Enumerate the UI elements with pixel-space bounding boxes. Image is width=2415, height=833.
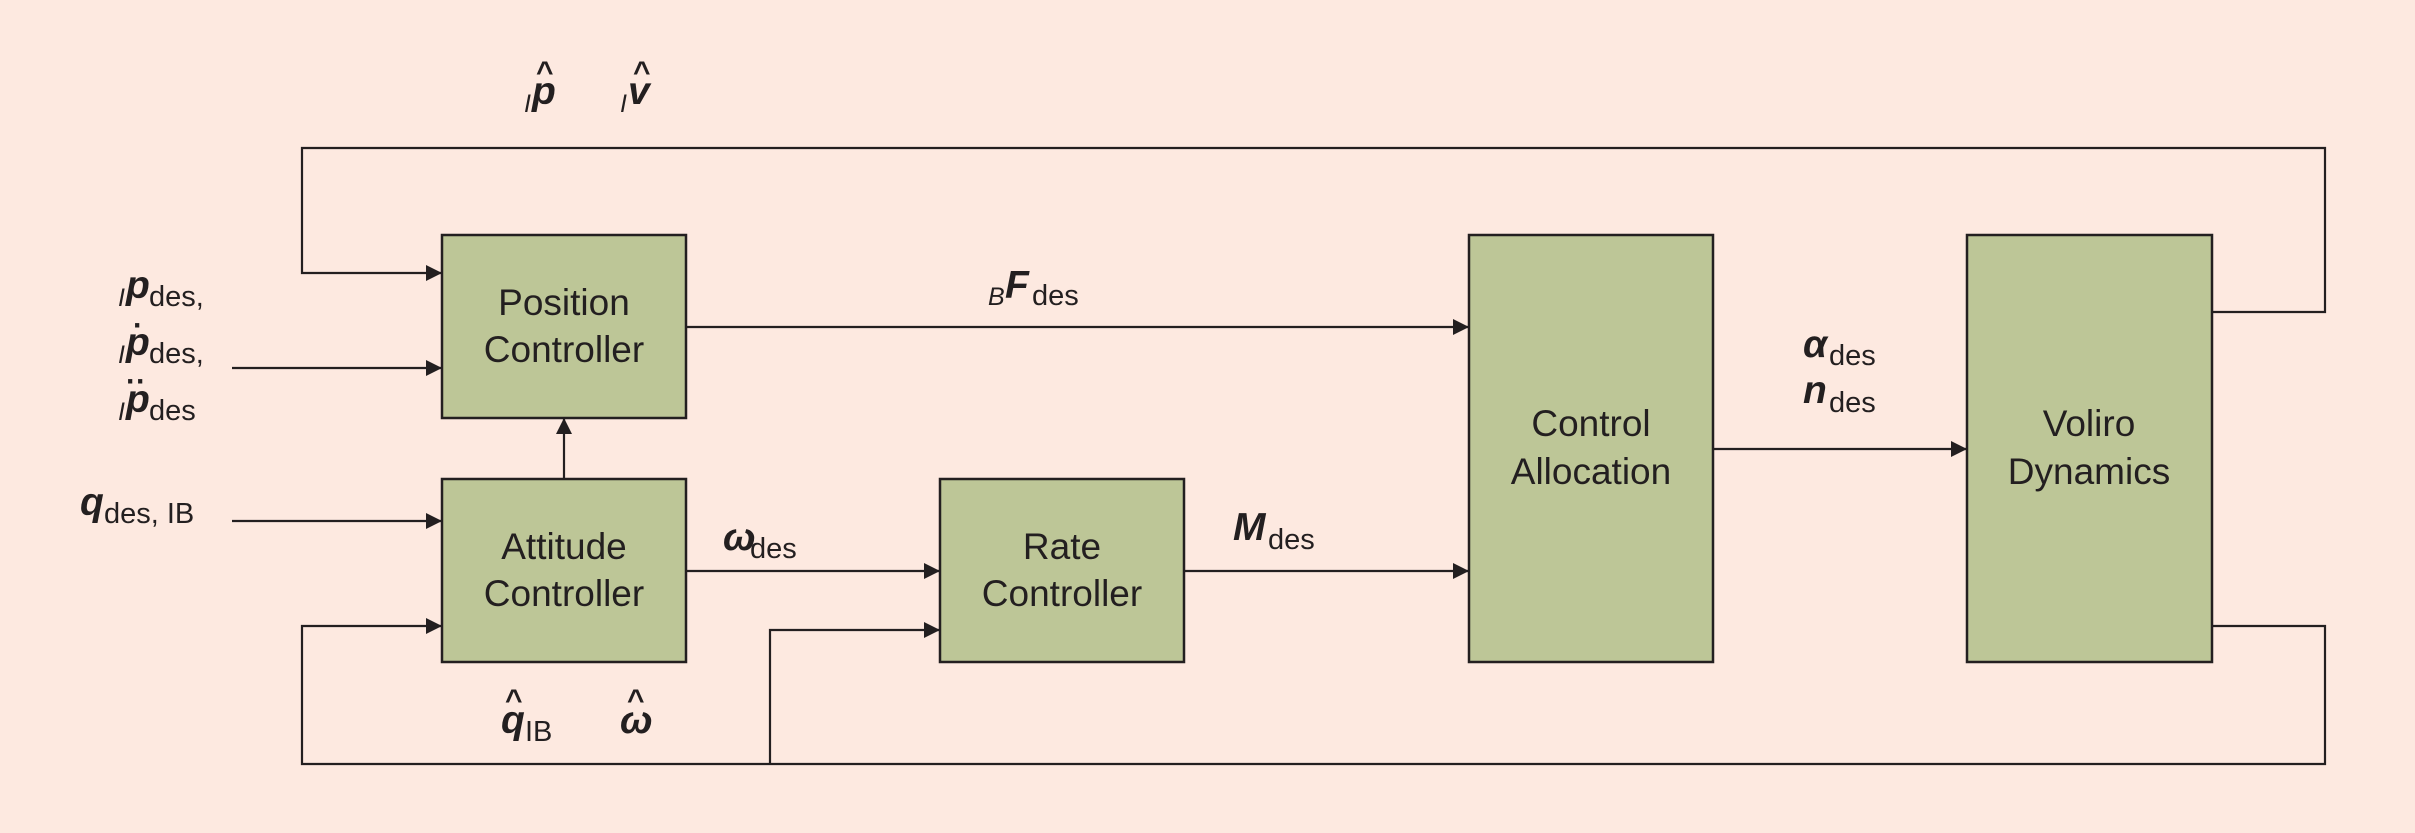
svg-text:des: des xyxy=(750,533,797,565)
attitude-controller-block: Attitude Controller xyxy=(440,477,688,664)
svg-text:q: q xyxy=(80,481,104,524)
svg-text:B: B xyxy=(988,283,1005,311)
svg-text:p: p xyxy=(125,321,150,364)
moment-des-label: M des xyxy=(1233,506,1315,556)
svg-text:p: p xyxy=(531,70,556,113)
feedback-velocity-label: I v ^ xyxy=(620,56,652,118)
svg-text:q: q xyxy=(501,699,525,742)
svg-text:des: des xyxy=(1268,524,1315,556)
hat-accent: ^ xyxy=(633,56,651,89)
feedback-omega-label: ω ^ xyxy=(620,684,653,742)
svg-text:M: M xyxy=(1233,506,1267,549)
position-controller-label-1: Position xyxy=(498,282,630,323)
input-position-label: I p des, xyxy=(118,264,204,313)
input-acceleration-label: I p ·· des xyxy=(118,365,196,427)
input-velocity-label: I p · des, xyxy=(118,309,204,370)
svg-text:ω: ω xyxy=(620,699,653,742)
svg-text:I: I xyxy=(118,398,125,426)
svg-text:F: F xyxy=(1005,264,1030,307)
position-controller-label-2: Controller xyxy=(484,329,644,370)
hat-accent: ^ xyxy=(627,684,645,717)
omega-des-label: ω des xyxy=(723,516,797,565)
svg-text:des: des xyxy=(1829,387,1876,419)
feedback-attitude-label: q ^ IB xyxy=(501,684,552,748)
control-allocation-block: Control Allocation xyxy=(1467,233,1715,664)
position-controller-block: Position Controller xyxy=(440,233,688,420)
n-des-label: n des xyxy=(1803,369,1876,419)
rate-controller-label-2: Controller xyxy=(982,573,1142,614)
svg-text:des: des xyxy=(1032,280,1079,312)
svg-text:p: p xyxy=(125,264,150,307)
svg-text:I: I xyxy=(118,341,125,369)
attitude-rate-feedback-line xyxy=(300,618,2327,766)
svg-text:IB: IB xyxy=(525,716,552,748)
voliro-dynamics-block: Voliro Dynamics xyxy=(1965,233,2214,664)
hat-accent: ^ xyxy=(505,684,523,717)
svg-text:α: α xyxy=(1803,323,1829,366)
rate-controller-label-1: Rate xyxy=(1023,526,1101,567)
svg-text:des,: des, xyxy=(149,281,204,313)
voliro-dynamics-label-1: Voliro xyxy=(2043,403,2136,444)
attitude-controller-label-1: Attitude xyxy=(501,526,626,567)
svg-text:p: p xyxy=(125,378,150,421)
control-allocation-label-2: Allocation xyxy=(1511,451,1671,492)
svg-text:des: des xyxy=(149,395,196,427)
input-attitude-label: q des, IB xyxy=(80,481,194,530)
svg-text:n: n xyxy=(1803,369,1827,412)
hat-accent: ^ xyxy=(536,56,554,89)
alpha-des-label: α des xyxy=(1803,323,1876,372)
position-velocity-feedback-line xyxy=(300,146,2327,314)
double-dot-accent: ·· xyxy=(126,365,146,398)
control-allocation-label-1: Control xyxy=(1531,403,1650,444)
svg-text:des, IB: des, IB xyxy=(104,498,194,530)
feedback-position-label: I p ^ xyxy=(524,56,556,118)
dot-accent: · xyxy=(133,309,143,342)
svg-text:des: des xyxy=(1829,340,1876,372)
rate-controller-block: Rate Controller xyxy=(938,477,1186,664)
svg-text:I: I xyxy=(118,284,125,312)
svg-text:ω: ω xyxy=(723,516,756,559)
svg-text:v: v xyxy=(628,70,652,113)
svg-text:des,: des, xyxy=(149,338,204,370)
force-des-label: B F des xyxy=(988,264,1079,312)
attitude-controller-label-2: Controller xyxy=(484,573,644,614)
svg-text:I: I xyxy=(620,90,627,118)
voliro-dynamics-label-2: Dynamics xyxy=(2008,451,2170,492)
svg-text:I: I xyxy=(524,90,531,118)
rate-feedback-branch xyxy=(768,622,940,764)
